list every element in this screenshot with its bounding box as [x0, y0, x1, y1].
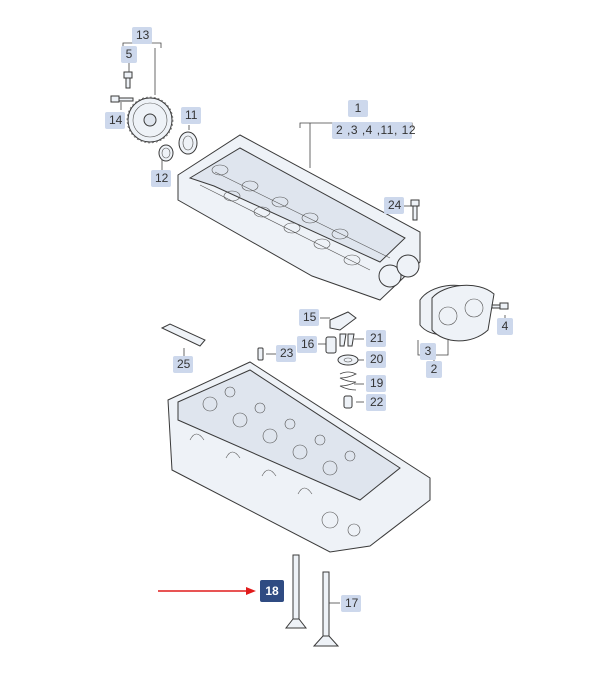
gear-bolt-washer	[110, 95, 134, 103]
sprocket-gear	[126, 96, 174, 144]
callout-17[interactable]: 17	[341, 595, 361, 612]
hydraulic-lifter	[325, 336, 337, 354]
callout-21[interactable]: 21	[366, 330, 386, 347]
exhaust-valve	[284, 554, 308, 629]
gasket-strip	[160, 323, 206, 347]
callout-4[interactable]: 4	[497, 318, 513, 335]
callout-5[interactable]: 5	[121, 46, 137, 63]
callout-15[interactable]: 15	[299, 309, 319, 326]
seal-ring	[158, 144, 174, 162]
callout-22[interactable]: 22	[366, 394, 386, 411]
callout-25[interactable]: 25	[173, 356, 193, 373]
cover-screw	[491, 302, 509, 310]
callout-13[interactable]: 13	[132, 27, 152, 44]
rocker-arm	[329, 311, 357, 331]
callout-1-subparts[interactable]: 2 ,3 ,4 ,11, 12	[332, 122, 416, 139]
gear-bolt	[123, 71, 133, 89]
callout-24[interactable]: 24	[384, 197, 404, 214]
housing-bolt	[410, 199, 420, 221]
callout-20[interactable]: 20	[366, 351, 386, 368]
callout-1[interactable]: 1	[348, 100, 368, 117]
dowel-pin	[257, 347, 264, 361]
callout-2[interactable]: 2	[426, 361, 442, 378]
callout-23[interactable]: 23	[276, 345, 296, 362]
spring-retainer	[337, 354, 359, 366]
shaft-seal	[178, 131, 198, 155]
valve-spring	[339, 371, 357, 391]
callout-18-highlighted[interactable]: 18	[260, 580, 284, 602]
callout-19[interactable]: 19	[366, 375, 386, 392]
callout-16[interactable]: 16	[297, 336, 317, 353]
callout-12[interactable]: 12	[151, 170, 171, 187]
callout-3[interactable]: 3	[420, 343, 436, 360]
intake-valve	[312, 571, 340, 647]
pointer-arrow	[158, 587, 256, 595]
callout-11[interactable]: 11	[181, 107, 201, 124]
valve-stem-seal	[343, 395, 353, 409]
cylinder-head	[167, 361, 431, 553]
camshaft-housing	[177, 134, 421, 301]
callout-14[interactable]: 14	[105, 112, 125, 129]
valve-keepers	[339, 333, 355, 347]
end-cover	[431, 284, 495, 342]
